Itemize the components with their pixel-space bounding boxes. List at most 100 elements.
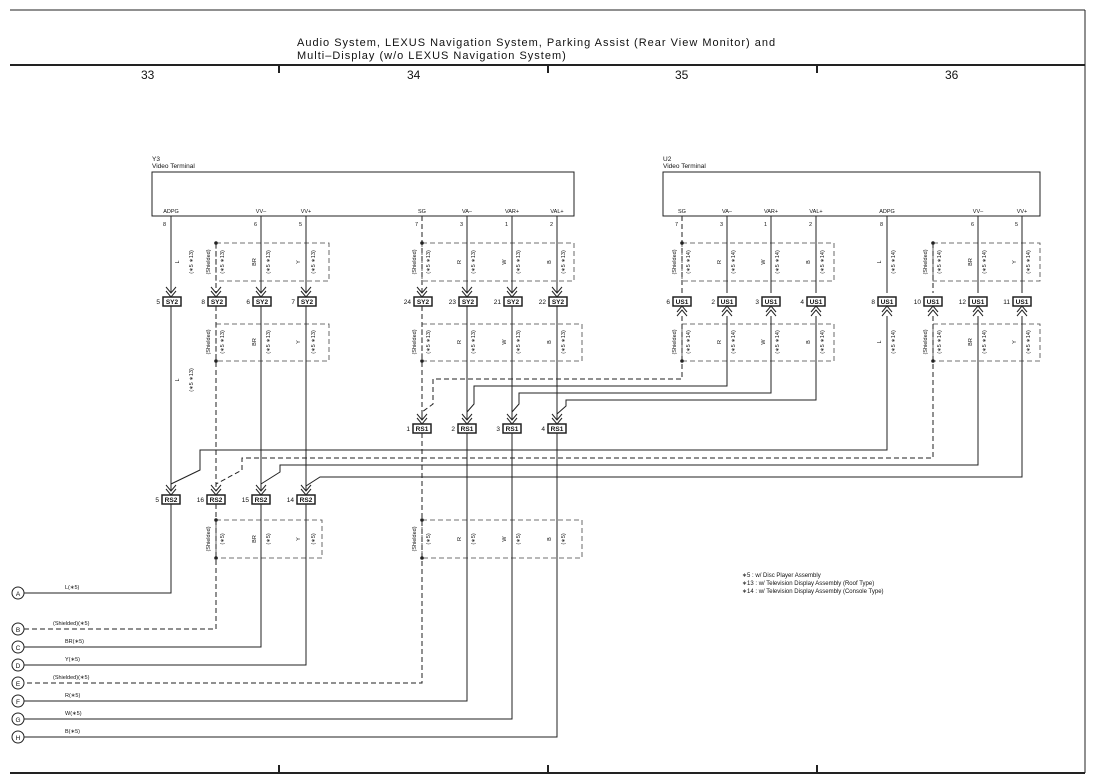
splice-dot [214, 359, 218, 363]
wire-color: W [761, 339, 767, 345]
wire-option: (∗5 ∗13) [311, 250, 317, 274]
u2-wire-labels: (Shielded) (∗5 ∗14) R (∗5 ∗14) W (∗5 ∗14… [672, 249, 1032, 274]
wire-out-f [24, 433, 468, 702]
connector-label: US1 [1016, 299, 1029, 306]
wire-option: (∗5 ∗14) [937, 330, 943, 354]
wire-option: (∗5 ∗13) [266, 330, 272, 354]
u2-terminal: VAL+ [809, 209, 822, 215]
connector-pin: 22 [539, 299, 547, 306]
splice-dot [420, 359, 424, 363]
wire-out-c [24, 504, 262, 648]
connector-pin: 8 [871, 299, 875, 306]
output-terminal-f [11, 694, 25, 708]
connector-pin: 3 [496, 426, 500, 433]
shield-group [932, 323, 1041, 362]
connector-pin: 3 [755, 299, 759, 306]
wire-shield [215, 316, 934, 490]
y3-pin: 6 [254, 222, 257, 228]
connector-label: SY2 [301, 299, 314, 306]
wire-color: BR [252, 535, 258, 543]
wire-option: (∗5 ∗13) [471, 250, 477, 274]
wire-out-a [24, 504, 172, 594]
u2-pin: 1 [764, 222, 767, 228]
wire-out-b [24, 504, 217, 630]
wire-color: (Shielded) [412, 329, 418, 354]
connector-box [207, 296, 227, 307]
wire-option: (∗5 ∗14) [820, 330, 826, 354]
u2-name: Video Terminal [663, 163, 706, 170]
wire-out-e [24, 433, 423, 684]
connector-label: RS1 [461, 426, 474, 433]
output-letter: E [16, 681, 21, 688]
footnote: ∗14 : w/ Television Display Assembly (Co… [742, 589, 884, 595]
connector-rs2: RS2 5 RS2 16 RS2 15 RS2 14 [155, 484, 316, 505]
connector-pin: 23 [449, 299, 457, 306]
wire-option: (∗5 ∗14) [731, 330, 737, 354]
output-terminal-d [11, 658, 25, 672]
connector-pin: 8 [201, 299, 205, 306]
wire-option: (∗5 ∗14) [982, 330, 988, 354]
connector-pin: 4 [541, 426, 545, 433]
connector-pin: 12 [959, 299, 967, 306]
wire-color: R [457, 340, 463, 344]
output-label: B(∗5) [65, 729, 80, 735]
connector-label: SY2 [507, 299, 520, 306]
output-terminals: A L(∗5) B (Shielded)(∗5) C BR(∗5) D Y(∗5… [11, 585, 90, 744]
connector-box [413, 296, 433, 307]
shield-group [215, 519, 323, 559]
wire-option: (∗5 ∗14) [1026, 250, 1032, 274]
connector-label: US1 [810, 299, 823, 306]
connector-arrow [881, 305, 893, 317]
output-letter: A [16, 591, 21, 598]
u2-terminal: ADPG [879, 209, 895, 215]
output-terminal-h [11, 730, 25, 744]
wire-color: (Shielded) [672, 329, 678, 354]
wire-color: (Shielded) [206, 329, 212, 354]
wire-out-g [24, 433, 513, 720]
wire-option: (∗5 ∗14) [686, 250, 692, 274]
us1-bottom-labels: (Shielded) (∗5 ∗14) R (∗5 ∗14) W (∗5 ∗14… [672, 329, 1032, 354]
wire-color: B [547, 340, 553, 344]
footnote: ∗13 : w/ Television Display Assembly (Ro… [742, 581, 874, 587]
wire-out-h [24, 433, 558, 738]
splice-dot [931, 241, 935, 245]
u2-video-terminal-box [662, 171, 1041, 217]
wire-r [466, 316, 728, 420]
output-terminal-c [11, 640, 25, 654]
connector-label: RS1 [551, 426, 564, 433]
wire-b [556, 316, 817, 420]
diagram-title-line1: Audio System, LEXUS Navigation System, P… [297, 37, 776, 49]
connector-label: US1 [676, 299, 689, 306]
wire-option: (∗5 ∗13) [561, 250, 567, 274]
wire-color: W [502, 259, 508, 265]
wire-option: (∗5 ∗14) [731, 250, 737, 274]
wire-option: (∗5 ∗13) [516, 330, 522, 354]
wire-option: (∗5) [516, 533, 522, 544]
y3-terminal: VV– [256, 209, 267, 215]
u2-pin: 5 [1015, 222, 1018, 228]
output-letter: H [16, 735, 21, 742]
connector-label: SY2 [552, 299, 565, 306]
wire-color: Y [296, 537, 302, 541]
splice-dot [931, 359, 935, 363]
connector-pin: 4 [800, 299, 804, 306]
output-letter: C [16, 645, 21, 652]
wire-option: (∗5 ∗14) [1026, 330, 1032, 354]
y3-pin: 5 [299, 222, 302, 228]
connector-box [458, 296, 478, 307]
wire-option: (∗5) [561, 533, 567, 544]
connector-sy2: SY2 5 SY2 8 SY2 6 SY2 7 SY2 24 SY2 23 SY… [156, 286, 568, 307]
wire-option: (∗5 ∗14) [937, 250, 943, 274]
wire-color: R [717, 340, 723, 344]
wire-option: (∗5 ∗14) [820, 250, 826, 274]
output-label: L(∗5) [65, 585, 80, 591]
wire-option: (∗5 ∗13) [220, 250, 226, 274]
y3-wire-labels: L (∗5 ∗13) (Shielded) (∗5 ∗13) BR (∗5 ∗1… [175, 249, 567, 274]
connector-label: RS2 [255, 497, 268, 504]
wire-option: (∗5) [426, 533, 432, 544]
footnotes: ∗5 : w/ Disc Player Assembly ∗13 : w/ Te… [742, 573, 884, 595]
output-label: W(∗5) [65, 711, 82, 717]
wire-color: (Shielded) [923, 249, 929, 274]
y3-pin: 3 [460, 222, 463, 228]
wire-color: BR [968, 258, 974, 266]
